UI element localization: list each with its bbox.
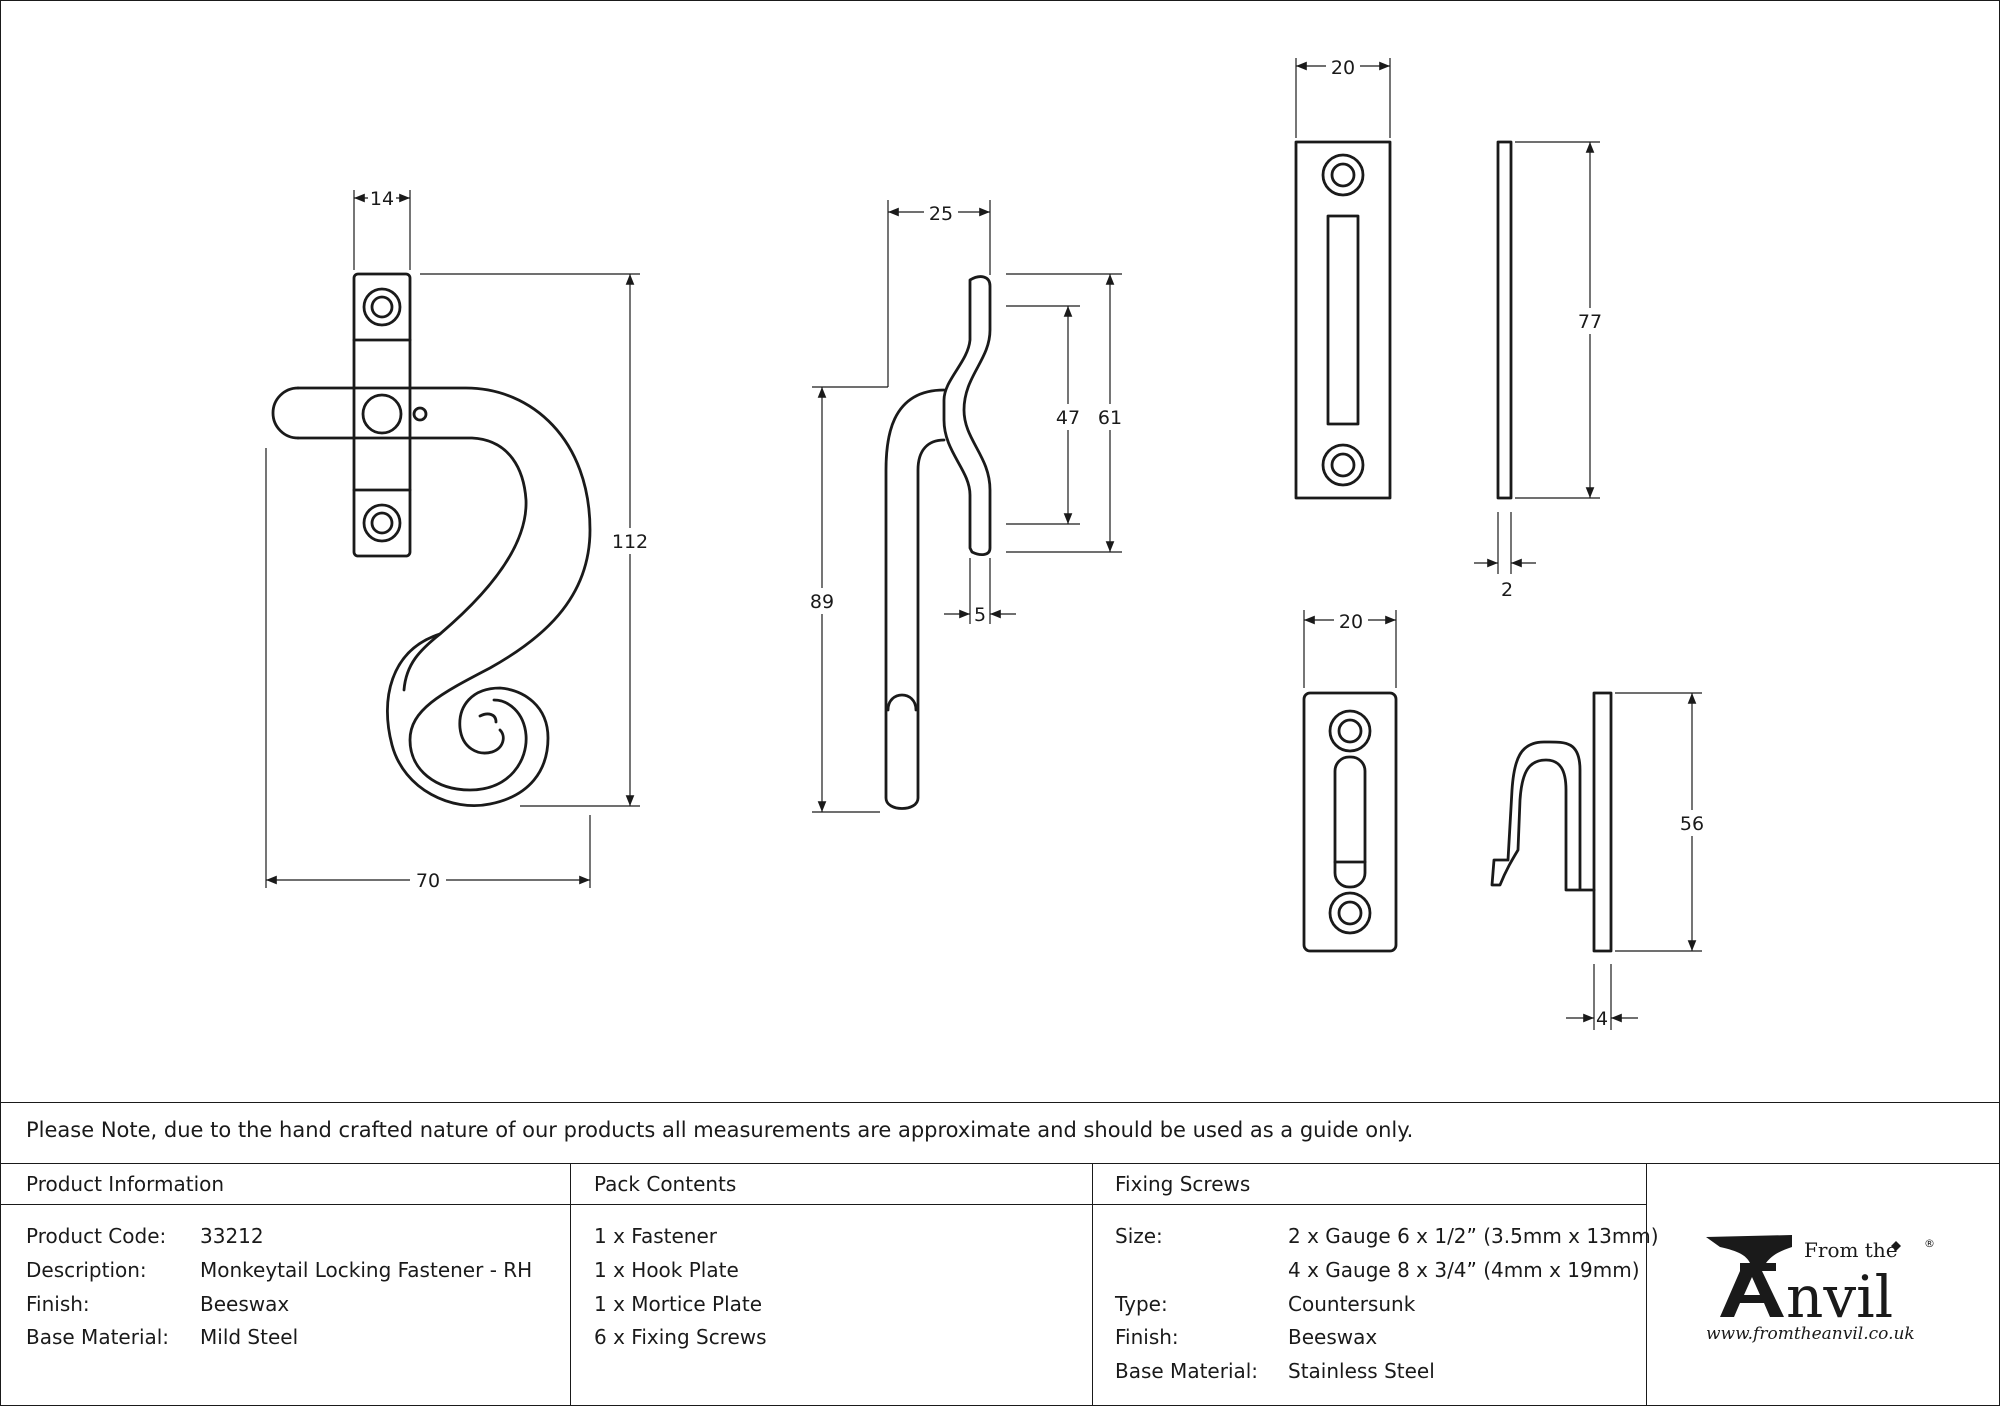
- dim-hookplate-thickness: 4: [1596, 1008, 1608, 1030]
- dim-side-height: 89: [810, 591, 834, 613]
- dim-fastener-height: 112: [612, 531, 648, 553]
- screw-type-value: Countersunk: [1288, 1292, 1416, 1316]
- table-header-rule: [0, 1204, 1646, 1205]
- svg-text:®: ®: [1924, 1237, 1935, 1250]
- dim-fastener-length: 70: [416, 870, 440, 892]
- dim-mortice-height: 77: [1578, 311, 1602, 333]
- fastener-side-view: 25 89 47 61 5: [806, 200, 1126, 813]
- product-info-heading: Product Information: [26, 1172, 225, 1196]
- col-divider-3: [1646, 1163, 1647, 1406]
- screw-finish-value: Beeswax: [1288, 1325, 1378, 1349]
- screw-material-label: Base Material:: [1115, 1359, 1259, 1383]
- screw-finish-label: Finish:: [1115, 1325, 1179, 1349]
- disclaimer-note: Please Note, due to the hand crafted nat…: [26, 1118, 1414, 1142]
- fixing-screws-heading: Fixing Screws: [1115, 1172, 1251, 1196]
- screw-size-label: Size:: [1115, 1224, 1163, 1248]
- dim-hookplate-width: 20: [1339, 611, 1363, 633]
- dim-side-projection: 25: [929, 203, 953, 225]
- pack-contents-heading: Pack Contents: [594, 1172, 737, 1196]
- dim-hookplate-height: 56: [1680, 813, 1704, 835]
- svg-text:From the: From the: [1804, 1238, 1898, 1262]
- svg-text:nvil: nvil: [1786, 1263, 1893, 1331]
- col-divider-2: [1092, 1163, 1093, 1406]
- dim-hook-outer: 61: [1098, 407, 1122, 429]
- dim-hook-thickness: 5: [974, 604, 986, 626]
- pack-item: 1 x Hook Plate: [594, 1258, 739, 1282]
- description-value: Monkeytail Locking Fastener - RH: [200, 1258, 533, 1282]
- screw-type-label: Type:: [1115, 1292, 1168, 1316]
- table-note-rule: [0, 1163, 2000, 1164]
- anvil-icon: From the ® nvil www.fromtheanvil.co.uk: [1706, 1235, 1935, 1344]
- hook-plate-view: 20 56 4: [1302, 608, 1708, 1030]
- product-code-value: 33212: [200, 1224, 264, 1248]
- dim-mortice-width: 20: [1331, 57, 1355, 79]
- base-material-label: Base Material:: [26, 1325, 170, 1349]
- dim-hook-inner: 47: [1056, 407, 1080, 429]
- dim-fastener-width: 14: [370, 188, 394, 210]
- pack-item: 1 x Mortice Plate: [594, 1292, 763, 1316]
- finish-label: Finish:: [26, 1292, 90, 1316]
- col-divider-1: [570, 1163, 571, 1406]
- table-top-rule: [0, 1102, 2000, 1103]
- description-label: Description:: [26, 1258, 147, 1282]
- dim-mortice-thickness: 2: [1501, 579, 1513, 601]
- technical-drawing: 14 112 70 25 89 47 61: [265, 54, 1708, 1030]
- mortice-plate-view: 20 77 2: [1294, 54, 1606, 601]
- screw-size-value: 2 x Gauge 6 x 1/2” (3.5mm x 13mm): [1288, 1224, 1659, 1248]
- screw-size-value-2: 4 x Gauge 8 x 3/4” (4mm x 19mm): [1288, 1258, 1640, 1282]
- svg-text:www.fromtheanvil.co.uk: www.fromtheanvil.co.uk: [1706, 1324, 1915, 1344]
- finish-value: Beeswax: [200, 1292, 290, 1316]
- fastener-front-view: 14 112 70: [265, 186, 654, 892]
- pack-item: 6 x Fixing Screws: [594, 1325, 767, 1349]
- product-code-label: Product Code:: [26, 1224, 167, 1248]
- base-material-value: Mild Steel: [200, 1325, 299, 1349]
- screw-material-value: Stainless Steel: [1288, 1359, 1435, 1383]
- pack-item: 1 x Fastener: [594, 1224, 717, 1248]
- from-the-anvil-logo: From the ® nvil www.fromtheanvil.co.uk: [1700, 1225, 1960, 1345]
